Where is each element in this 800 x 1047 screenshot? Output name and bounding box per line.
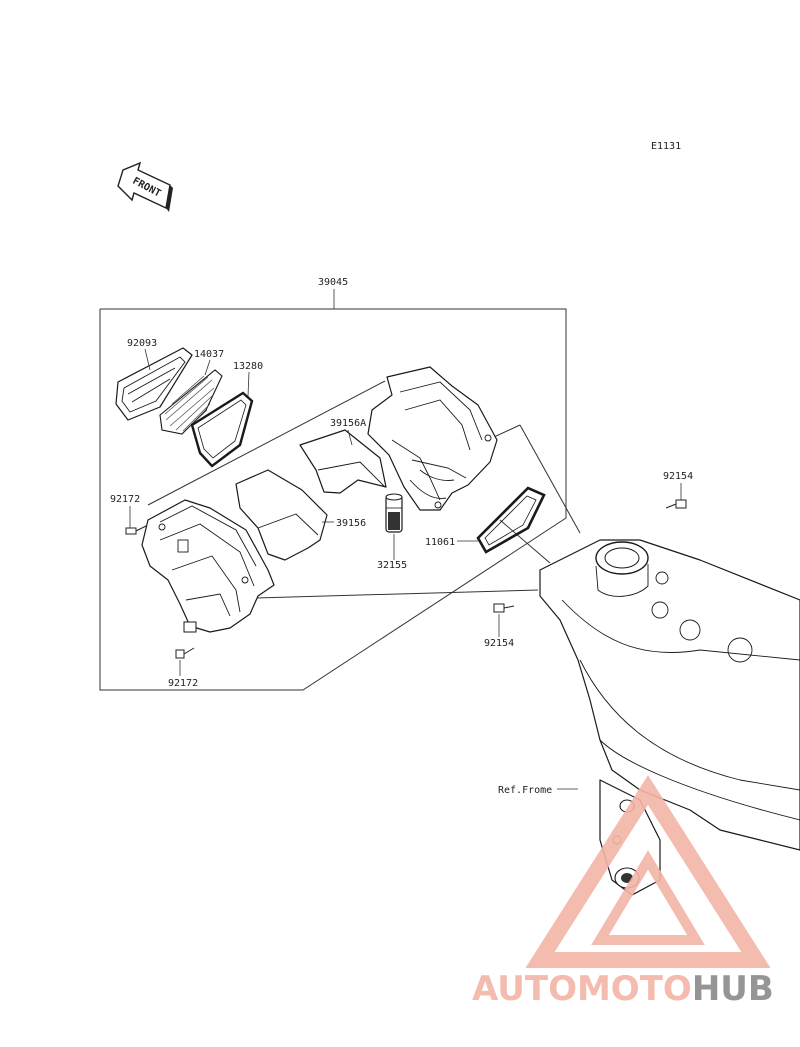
callout-32155: 32155 [377,560,407,571]
callout-92172-bottom: 92172 [168,678,198,689]
assembly-label: 39045 [318,277,348,288]
bolt-92172-bottom [175,647,195,659]
assembly-frame [99,308,567,691]
callout-ref-frame: Ref.Frome [498,785,552,796]
part-39156-duct [235,469,328,561]
callout-14037: 14037 [194,349,224,360]
part-11061-gasket [476,486,546,554]
callout-13280: 13280 [233,361,263,372]
callout-11061: 11061 [425,537,455,548]
part-13280-seal [190,391,254,468]
part-14037-screen [159,369,223,435]
bolt-92172-top [125,525,147,535]
watermark-text-main: AUTOMOTOHUB [472,969,774,1009]
diagram-code: E1131 [651,141,681,152]
reference-frame [539,539,800,896]
callout-39156A: 39156A [330,418,366,429]
callout-92154-top: 92154 [663,471,693,482]
watermark-logo: AUTOMOTOHUB [472,775,774,1009]
bolt-92154-top [665,499,687,509]
part-32155-plug [385,493,403,533]
callout-39156: 39156 [336,518,366,529]
part-92093-cover [115,347,193,421]
part-left-housing [141,499,275,633]
bolt-92154-bottom [493,603,515,613]
callout-92093: 92093 [127,338,157,349]
front-arrow-icon: FRONT [117,161,173,212]
callout-92154-bottom: 92154 [484,638,514,649]
part-39156A-plate [299,429,387,494]
part-right-housing [367,366,498,511]
callout-92172-top: 92172 [110,494,140,505]
